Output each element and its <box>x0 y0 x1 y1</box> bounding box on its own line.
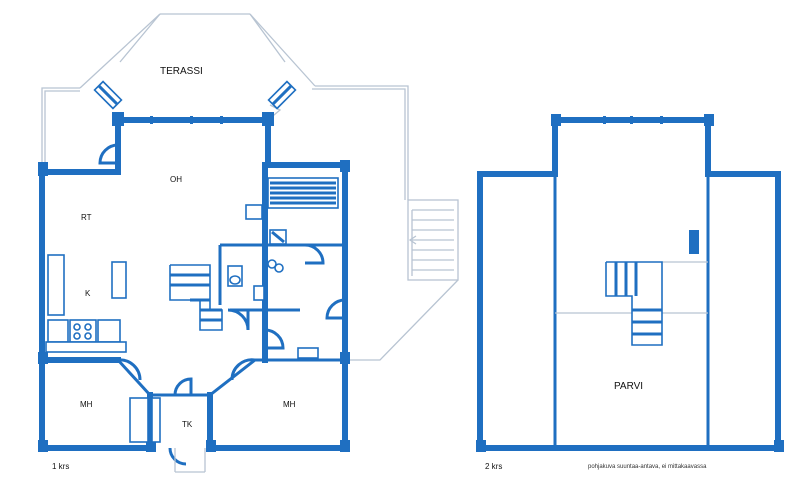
bathroom-fixtures <box>227 259 319 359</box>
loft-stair <box>605 261 663 346</box>
outdoor-stair <box>345 199 459 361</box>
interior-stair <box>169 264 223 331</box>
room-label-terrace: TERASSI <box>160 66 203 77</box>
room-label-dining: RT <box>81 213 92 222</box>
corner-window-right <box>267 80 297 110</box>
room-label-bedroom-left: MH <box>80 400 93 409</box>
sauna-bench <box>245 177 339 245</box>
floor-2-walls <box>476 114 784 452</box>
floor-1-walls <box>38 112 350 452</box>
floor-2-plan: PARVI 2 krs <box>476 114 784 471</box>
room-label-kitchen: K <box>85 289 91 298</box>
floor-2-caption: 2 krs <box>485 462 502 471</box>
floor-1-caption: 1 krs <box>52 462 69 471</box>
room-label-utility: TK <box>182 420 193 429</box>
closets <box>129 397 161 443</box>
room-label-bedroom-right: MH <box>283 400 296 409</box>
room-label-loft: PARVI <box>614 381 643 392</box>
floor-1-plan: TERASSI OH RT K MH MH TK 1 krs <box>38 13 459 473</box>
scale-disclaimer-note: pohjakuva suuntaa-antava, ei mittakaavas… <box>588 464 707 470</box>
corner-window-left <box>93 80 123 110</box>
room-label-living: OH <box>170 175 182 184</box>
kitchen-fixtures <box>45 254 127 353</box>
door-swings <box>98 143 346 473</box>
terrace-outline <box>41 13 409 200</box>
